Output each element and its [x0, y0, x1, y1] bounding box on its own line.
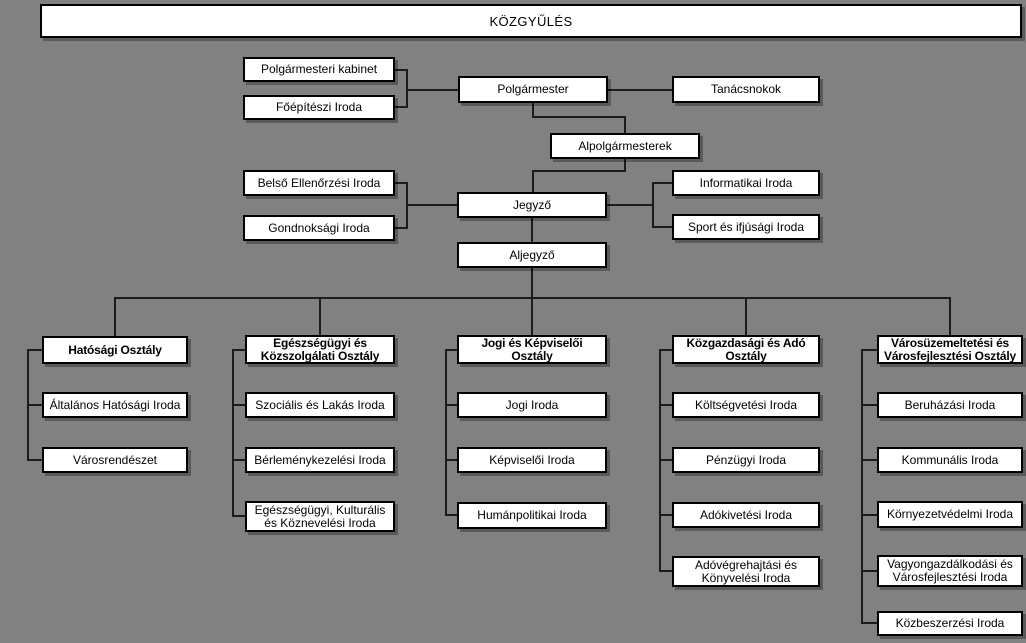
node-koltsegvetesi-iroda: Költségvetési Iroda — [672, 392, 820, 418]
node-kepviseloi-iroda: Képviselői Iroda — [457, 447, 607, 473]
node-humanpolitikai-iroda: Humánpolitikai Iroda — [457, 502, 607, 529]
node-kozbeszerzesi-iroda: Közbeszerzési Iroda — [877, 611, 1023, 636]
node-vagyongazdalkodasi-varosfejlesztesi-iroda: Vagyongazdálkodási és Városfejlesztési I… — [877, 555, 1023, 587]
node-polgarmester: Polgármester — [458, 76, 608, 103]
node-jogi-iroda: Jogi Iroda — [457, 392, 607, 418]
node-gondnoksagi-iroda: Gondnoksági Iroda — [243, 215, 395, 241]
node-tanacsnokok: Tanácsnokok — [672, 76, 820, 103]
node-kommunalis-iroda: Kommunális Iroda — [877, 447, 1023, 473]
node-kozgazdasagi-ado-osztaly: Közgazdasági és Adó Osztály — [672, 335, 820, 364]
node-varosrendeszet: Városrendészet — [42, 447, 188, 473]
node-alpolgarmesterek: Alpolgármesterek — [550, 133, 700, 159]
node-jogi-kepviseloi-osztaly: Jogi és Képviselői Osztály — [457, 335, 607, 364]
node-adokivetesi-iroda: Adókivetési Iroda — [672, 502, 820, 528]
node-kornyezetvedelmi-iroda: Környezetvédelmi Iroda — [877, 501, 1023, 528]
node-berlemenykezelesi-iroda: Bérleménykezelési Iroda — [245, 447, 395, 473]
node-informatikai-iroda: Informatikai Iroda — [672, 170, 820, 196]
node-beruhazasi-iroda: Beruházási Iroda — [877, 392, 1023, 418]
node-penzugyi-iroda: Pénzügyi Iroda — [672, 447, 820, 473]
node-varosuzemeltetesi-varosfejlesztesi-osztaly: Városüzemeltetési és Városfejlesztési Os… — [877, 335, 1023, 364]
node-egeszsegugyi-kozszolgalati-osztaly: Egészségügyi és Közszolgálati Osztály — [245, 335, 395, 364]
node-egeszsegugyi-kulturalis-koznevelesi-iroda: Egészségügyi, Kulturális és Köznevelési … — [245, 501, 395, 532]
node-szocialis-es-lakas-iroda: Szociális és Lakás Iroda — [245, 392, 395, 418]
node-jegyzo: Jegyző — [457, 192, 607, 218]
node-aljegyzo: Aljegyző — [457, 242, 607, 268]
node-altalanos-hatosagi-iroda: Általános Hatósági Iroda — [42, 392, 188, 418]
node-adovegrehajtasi-konyvelesi-iroda: Adóvégrehajtási és Könyvelési Iroda — [672, 556, 820, 587]
node-belso-ellenorzesi-iroda: Belső Ellenőrzési Iroda — [243, 170, 395, 196]
node-kozgyules: KÖZGYŰLÉS — [40, 4, 1022, 38]
node-foepiteszi-iroda: Főépítészi Iroda — [243, 95, 395, 120]
node-sport-es-ifjusagi-iroda: Sport és ifjúsági Iroda — [672, 214, 820, 240]
node-polgarmesteri-kabinet: Polgármesteri kabinet — [243, 57, 395, 82]
node-hatosagi-osztaly: Hatósági Osztály — [42, 336, 188, 364]
